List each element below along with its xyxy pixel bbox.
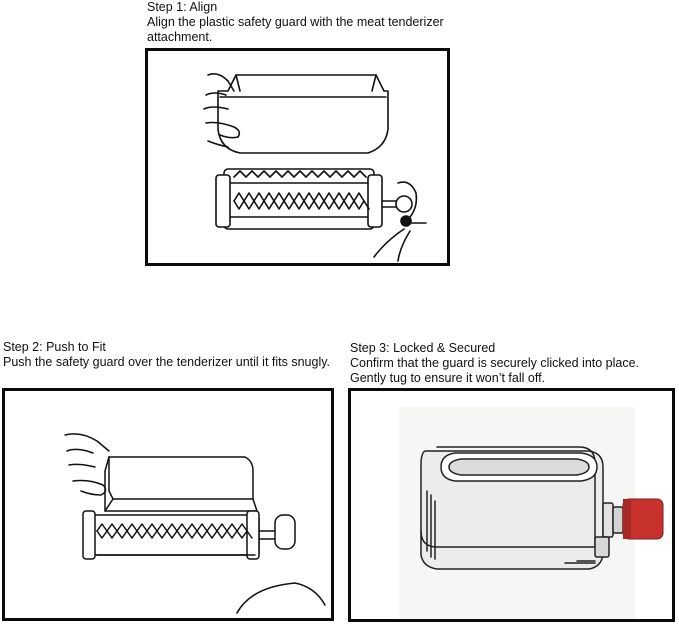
align-guard-drawing <box>203 73 427 262</box>
locked-guard-drawing <box>399 407 664 619</box>
step-1-heading: Step 1: Align <box>147 0 218 14</box>
step-2-heading: Step 2: Push to Fit <box>3 340 106 354</box>
step-2-line-1: Push the safety guard over the tenderize… <box>3 355 331 369</box>
step-1-line-1: Align the plastic safety guard with the … <box>147 15 444 29</box>
step-3-text: Step 3: Locked & Secured Confirm that th… <box>350 341 639 386</box>
push-guard-drawing <box>64 433 326 614</box>
step-1-illustration <box>145 48 450 266</box>
step-3-heading: Step 3: Locked & Secured <box>350 341 496 355</box>
step-3-illustration <box>348 388 675 622</box>
step-1-line-2: attachment. <box>147 30 213 44</box>
step-3-line-1: Confirm that the guard is securely click… <box>350 356 640 370</box>
step-2-illustration <box>2 388 334 621</box>
step-2-text: Step 2: Push to Fit Push the safety guar… <box>3 340 330 370</box>
step-3-line-2: Gently tug to ensure it won’t fall off. <box>350 371 546 385</box>
step-1-text: Step 1: Align Align the plastic safety g… <box>147 0 444 45</box>
